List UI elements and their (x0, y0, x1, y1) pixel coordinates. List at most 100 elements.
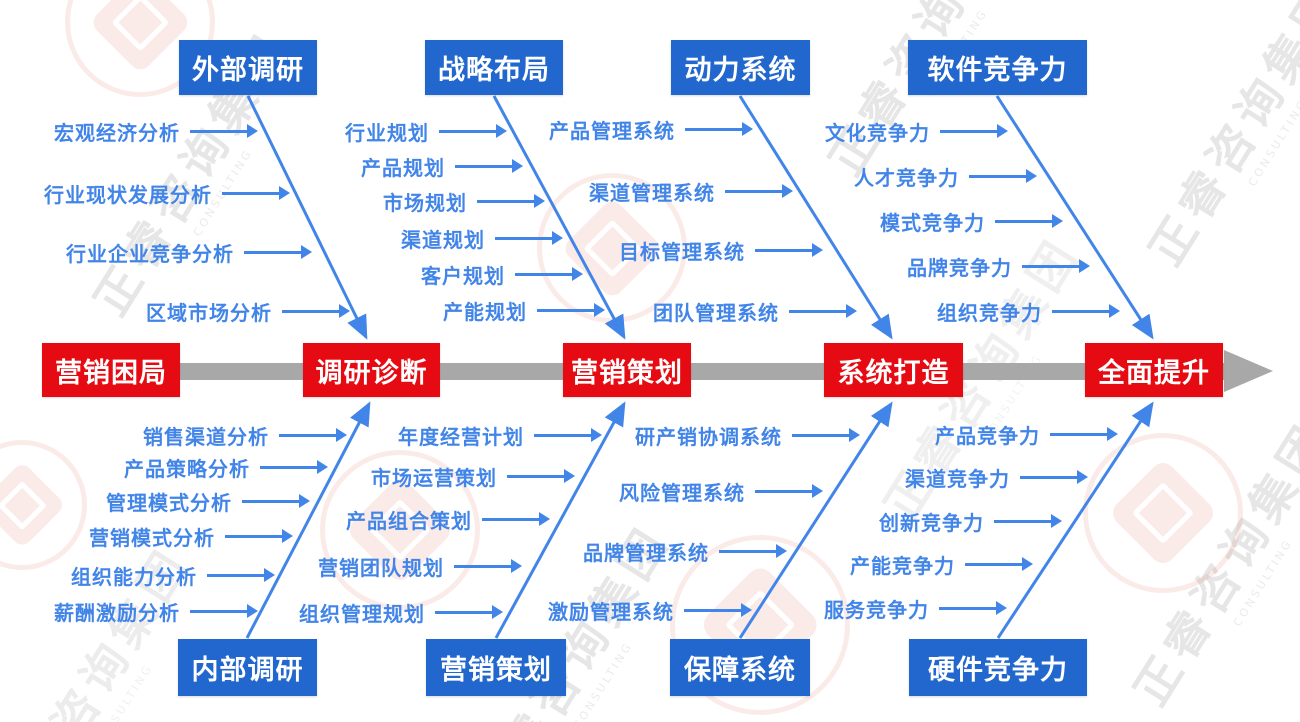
item-row: 研产销协调系统 (635, 421, 860, 449)
item-row: 组织能力分析 (71, 561, 275, 589)
category-box-support-system: 保障系统 (670, 639, 810, 696)
item-label: 风险管理系统 (619, 480, 745, 505)
item-row: 产能竞争力 (850, 550, 1033, 578)
item-label: 组织管理规划 (299, 601, 425, 626)
arrow-right-icon (969, 168, 1037, 183)
item-row: 渠道规划 (401, 224, 563, 252)
item-label: 品牌管理系统 (583, 540, 709, 565)
arrow-right-icon (282, 303, 350, 318)
item-label: 宏观经济分析 (54, 120, 180, 145)
arrow-right-icon (435, 604, 503, 619)
item-label: 行业企业竞争分析 (66, 241, 234, 266)
arrow-right-icon (1050, 426, 1118, 441)
item-row: 行业现状发展分析 (44, 179, 290, 207)
item-label: 研产销协调系统 (635, 424, 782, 449)
stage-box-marketing-planning: 营销策划 (563, 343, 691, 397)
item-label: 产品管理系统 (549, 118, 675, 143)
item-row: 产品规划 (361, 152, 523, 180)
category-box-hardware-competitiveness: 硬件竞争力 (909, 639, 1087, 696)
arrow-right-icon (207, 567, 275, 582)
arrow-right-icon (534, 427, 602, 442)
arrow-right-icon (940, 123, 1008, 138)
category-box-strategy-layout: 战略布局 (425, 40, 563, 95)
stage-box-overall-improvement: 全面提升 (1085, 343, 1223, 397)
item-label: 文化竞争力 (825, 120, 930, 145)
arrow-right-icon (685, 121, 753, 136)
spine-arrowhead-icon (1224, 350, 1273, 392)
arrow-right-icon (515, 266, 583, 281)
item-label: 产能规划 (443, 299, 527, 324)
item-row: 创新竞争力 (879, 507, 1062, 535)
item-label: 年度经营计划 (398, 424, 524, 449)
arrow-right-icon (965, 556, 1033, 571)
arrow-right-icon (454, 558, 522, 573)
item-row: 销售渠道分析 (143, 421, 347, 449)
arrow-right-icon (995, 213, 1063, 228)
item-label: 市场规划 (383, 190, 467, 215)
item-label: 产品策略分析 (124, 456, 250, 481)
diagonal-arrow (246, 95, 368, 340)
arrow-right-icon (482, 511, 550, 526)
arrow-right-icon (755, 242, 823, 257)
item-label: 营销团队规划 (318, 555, 444, 580)
item-row: 营销模式分析 (89, 522, 293, 550)
item-label: 市场运营策划 (371, 465, 497, 490)
item-label: 营销模式分析 (89, 525, 215, 550)
item-row: 宏观经济分析 (54, 117, 258, 145)
item-label: 产能竞争力 (850, 553, 955, 578)
item-row: 服务竞争力 (824, 594, 1007, 622)
item-label: 产品竞争力 (935, 423, 1040, 448)
item-label: 区域市场分析 (146, 300, 272, 325)
item-label: 团队管理系统 (653, 300, 779, 325)
item-row: 行业企业竞争分析 (66, 238, 312, 266)
item-row: 模式竞争力 (880, 207, 1063, 235)
arrow-right-icon (1020, 469, 1088, 484)
arrow-right-icon (537, 302, 605, 317)
item-row: 产品管理系统 (549, 115, 753, 143)
item-row: 品牌管理系统 (583, 537, 787, 565)
item-label: 薪酬激励分析 (54, 600, 180, 625)
item-row: 目标管理系统 (619, 236, 823, 264)
item-row: 客户规划 (421, 260, 583, 288)
item-row: 产能规划 (443, 296, 605, 324)
item-row: 管理模式分析 (106, 487, 310, 515)
diagonal-arrow (738, 95, 893, 340)
item-label: 产品组合策划 (346, 508, 472, 533)
arrow-right-icon (725, 183, 793, 198)
item-row: 激励管理系统 (548, 596, 752, 624)
arrow-right-icon (439, 123, 507, 138)
arrow-right-icon (719, 543, 787, 558)
diagonal-arrow (492, 95, 626, 340)
diagonal-arrow (738, 401, 893, 639)
item-row: 渠道竞争力 (905, 463, 1088, 491)
stage-box-system-building: 系统打造 (824, 343, 963, 397)
arrow-right-icon (507, 468, 575, 483)
diagonal-arrow (245, 401, 371, 639)
item-row: 产品组合策划 (346, 505, 550, 533)
arrow-right-icon (242, 493, 310, 508)
item-row: 营销团队规划 (318, 552, 522, 580)
diagonal-arrow (494, 401, 626, 639)
item-row: 品牌竞争力 (907, 252, 1090, 280)
arrow-right-icon (755, 483, 823, 498)
stage-box-marketing-dilemma: 营销困局 (42, 343, 180, 397)
arrow-right-icon (789, 303, 857, 318)
arrow-right-icon (495, 230, 563, 245)
item-row: 产品策略分析 (124, 453, 328, 481)
item-row: 年度经营计划 (398, 421, 602, 449)
diagonal-arrow (995, 95, 1154, 340)
arrow-right-icon (1022, 258, 1090, 273)
category-box-software-competitiveness: 软件竞争力 (908, 40, 1087, 95)
arrow-right-icon (477, 193, 545, 208)
category-box-internal-research: 内部调研 (178, 639, 317, 696)
category-box-external-research: 外部调研 (179, 40, 317, 95)
item-row: 市场规划 (383, 187, 545, 215)
arrow-right-icon (244, 244, 312, 259)
item-label: 销售渠道分析 (143, 424, 269, 449)
item-label: 创新竞争力 (879, 510, 984, 535)
item-row: 区域市场分析 (146, 297, 350, 325)
item-label: 管理模式分析 (106, 490, 232, 515)
item-row: 组织竞争力 (937, 297, 1120, 325)
item-row: 人才竞争力 (854, 162, 1037, 190)
arrow-right-icon (225, 528, 293, 543)
